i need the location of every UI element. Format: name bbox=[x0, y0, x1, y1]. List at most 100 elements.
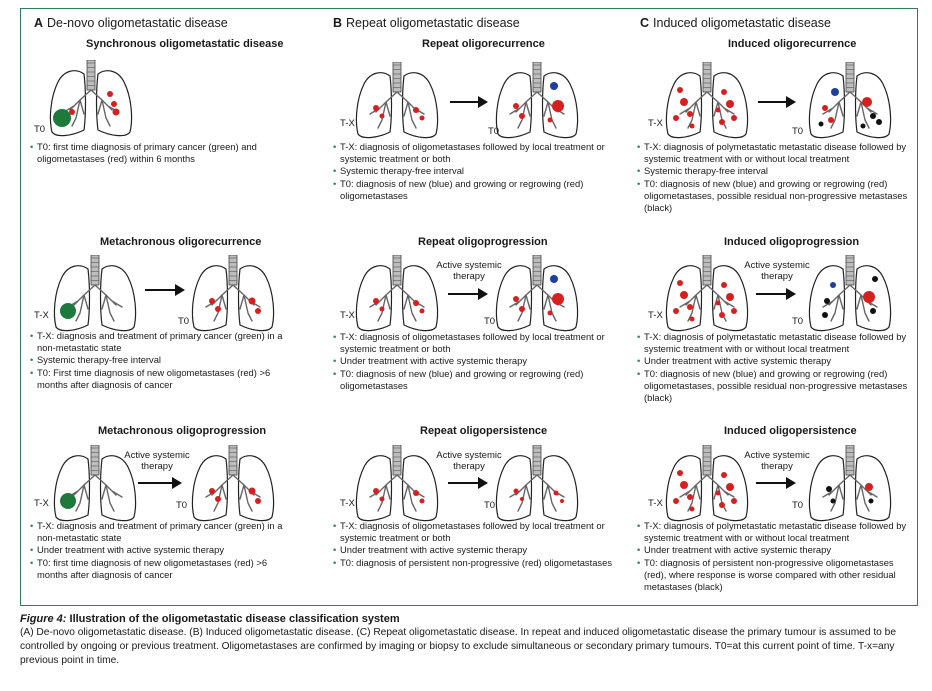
timeline-arrow bbox=[448, 477, 488, 489]
description-item: T0: first time diagnosis of primary canc… bbox=[30, 141, 290, 165]
lung-diagram bbox=[355, 255, 439, 332]
panel-title-a2: Metachronous oligorecurrence bbox=[100, 236, 262, 248]
description-list-a1: T0: first time diagnosis of primary canc… bbox=[30, 141, 290, 165]
panel-title-a1: Synchronous oligometastatic disease bbox=[86, 38, 284, 50]
lung-diagram bbox=[808, 62, 892, 139]
column-letter: A bbox=[34, 16, 44, 30]
arrow-label-line: therapy bbox=[453, 271, 485, 282]
caption-text: (A) De-novo oligometastatic disease. (B)… bbox=[20, 627, 897, 666]
lung-diagram bbox=[665, 445, 749, 522]
arrow-label-line: therapy bbox=[141, 461, 173, 472]
time-label-t0: T0 bbox=[792, 316, 804, 327]
panel-title-a3: Metachronous oligoprogression bbox=[98, 425, 267, 437]
column-title: De-novo oligometastatic disease bbox=[47, 16, 228, 30]
time-label-t0: T0 bbox=[34, 124, 46, 135]
time-label-t0: T0 bbox=[176, 500, 188, 511]
description-item: Under treatment with active systemic the… bbox=[637, 544, 915, 556]
timeline-arrow bbox=[138, 477, 182, 489]
lung-diagram bbox=[665, 62, 749, 139]
description-item: T-X: diagnosis of oligometastases follow… bbox=[333, 331, 623, 355]
timeline-arrow bbox=[448, 288, 488, 300]
time-label-t0: T0 bbox=[178, 316, 190, 327]
description-item: Under treatment with active systemic the… bbox=[333, 355, 623, 367]
arrow-label-line: Active systemic bbox=[436, 260, 502, 271]
arrow-label-line: Active systemic bbox=[744, 450, 810, 461]
panel-title-b1: Repeat oligorecurrence bbox=[422, 38, 545, 50]
time-label-t0: T0 bbox=[484, 500, 496, 511]
time-label-tx: T-X bbox=[340, 118, 355, 129]
figure-caption: Figure 4: Illustration of the oligometas… bbox=[20, 612, 910, 668]
description-item: T0: first time diagnosis of new oligomet… bbox=[30, 557, 300, 581]
timeline-arrow bbox=[758, 96, 796, 108]
description-item: T0: diagnosis of new (blue) and growing … bbox=[333, 368, 623, 392]
time-label-tx: T-X bbox=[648, 310, 663, 321]
lung-diagram bbox=[665, 255, 749, 332]
description-list-c2: T-X: diagnosis of polymetastatic metasta… bbox=[637, 331, 915, 404]
arrow-label-line: Active systemic bbox=[436, 450, 502, 461]
description-item: T-X: diagnosis of polymetastatic metasta… bbox=[637, 331, 915, 355]
timeline-arrow bbox=[450, 96, 488, 108]
panel-title-c3: Induced oligopersistence bbox=[724, 425, 857, 437]
description-item: Under treatment with active systemic the… bbox=[637, 355, 915, 367]
lung-diagram bbox=[495, 445, 579, 522]
lung-diagram bbox=[355, 445, 439, 522]
time-label-tx: T-X bbox=[340, 310, 355, 321]
arrow-label-line: therapy bbox=[761, 461, 793, 472]
time-label-tx: T-X bbox=[34, 310, 49, 321]
description-item: Systemic therapy-free interval bbox=[637, 165, 915, 177]
description-list-c3: T-X: diagnosis of polymetastatic metasta… bbox=[637, 520, 915, 593]
description-item: T0: diagnosis of new (blue) and growing … bbox=[637, 368, 915, 405]
description-item: Systemic therapy-free interval bbox=[30, 354, 300, 366]
description-item: T-X: diagnosis of polymetastatic metasta… bbox=[637, 141, 915, 165]
description-item: T-X: diagnosis of oligometastases follow… bbox=[333, 520, 628, 544]
description-item: T-X: diagnosis of oligometastases follow… bbox=[333, 141, 623, 165]
column-title: Repeat oligometastatic disease bbox=[346, 16, 520, 30]
lung-diagram bbox=[808, 255, 892, 332]
description-item: T-X: diagnosis and treatment of primary … bbox=[30, 330, 300, 354]
lung-diagram bbox=[191, 445, 275, 522]
description-list-b3: T-X: diagnosis of oligometastases follow… bbox=[333, 520, 628, 569]
description-item: T0: diagnosis of persistent non-progress… bbox=[637, 557, 915, 594]
time-label-tx: T-X bbox=[648, 498, 663, 509]
panel-title-c2: Induced oligoprogression bbox=[724, 236, 860, 248]
column-title: Induced oligometastatic disease bbox=[653, 16, 831, 30]
caption-title-line: Figure 4: Illustration of the oligometas… bbox=[20, 612, 910, 626]
description-item: T-X: diagnosis of polymetastatic metasta… bbox=[637, 520, 915, 544]
description-item: T0: diagnosis of persistent non-progress… bbox=[333, 557, 628, 569]
panel-title-b3: Repeat oligopersistence bbox=[420, 425, 548, 437]
lung-diagram bbox=[495, 255, 579, 332]
column-letter: C bbox=[640, 16, 650, 30]
lung-diagram bbox=[191, 255, 275, 332]
panel-title-c1: Induced oligorecurrence bbox=[728, 38, 857, 50]
description-item: T0: diagnosis of new (blue) and growing … bbox=[637, 178, 915, 215]
time-label-tx: T-X bbox=[34, 498, 49, 509]
arrow-label-line: Active systemic bbox=[744, 260, 810, 271]
lung-diagram bbox=[808, 445, 892, 522]
lung-diagram bbox=[49, 60, 133, 137]
description-item: T0: First time diagnosis of new oligomet… bbox=[30, 367, 300, 391]
description-item: Under treatment with active systemic the… bbox=[333, 544, 628, 556]
lung-diagram bbox=[355, 62, 439, 139]
description-list-a2: T-X: diagnosis and treatment of primary … bbox=[30, 330, 300, 391]
description-list-c1: T-X: diagnosis of polymetastatic metasta… bbox=[637, 141, 915, 214]
timeline-arrow bbox=[756, 288, 796, 300]
time-label-tx: T-X bbox=[648, 118, 663, 129]
timeline-arrow bbox=[145, 284, 185, 296]
arrow-label-line: Active systemic bbox=[124, 450, 190, 461]
description-item: T0: diagnosis of new (blue) and growing … bbox=[333, 178, 623, 202]
time-label-tx: T-X bbox=[340, 498, 355, 509]
panel-title-b2: Repeat oligoprogression bbox=[418, 236, 548, 248]
figure-frame bbox=[20, 8, 918, 606]
lung-diagram bbox=[495, 62, 579, 139]
lung-diagram bbox=[53, 255, 137, 332]
column-letter: B bbox=[333, 16, 343, 30]
arrow-label-line: therapy bbox=[453, 461, 485, 472]
time-label-t0: T0 bbox=[792, 500, 804, 511]
description-item: Systemic therapy-free interval bbox=[333, 165, 623, 177]
